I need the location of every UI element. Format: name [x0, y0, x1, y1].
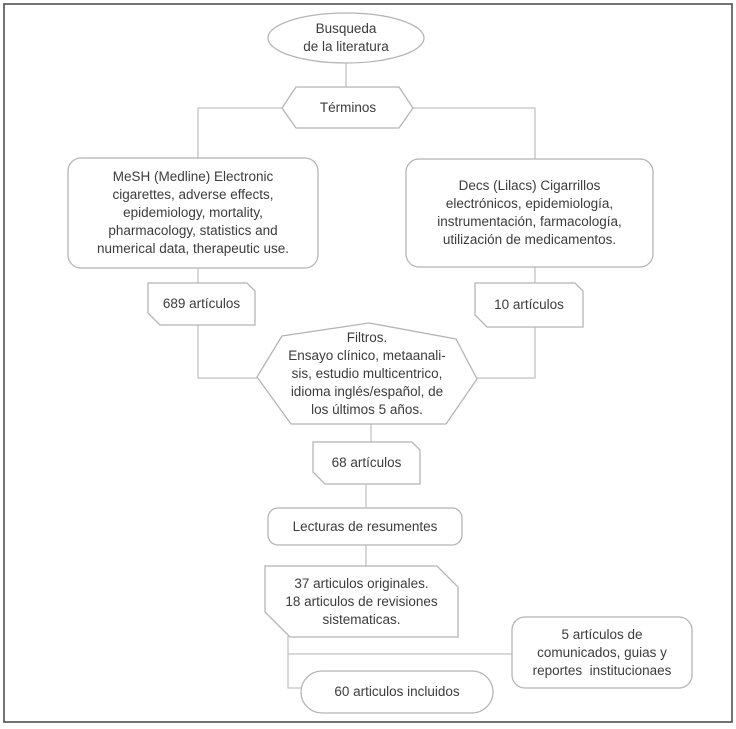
mesh-box [67, 157, 319, 269]
connector-lines [197, 63, 536, 689]
included-stadium [300, 670, 494, 714]
decs-count-card [474, 282, 584, 328]
node-shapes [67, 12, 693, 714]
filters-polygon [256, 322, 478, 425]
mesh-count-card [147, 282, 256, 326]
filtered-count-card [312, 441, 421, 485]
decs-box [405, 158, 654, 268]
terms-hexagon [281, 86, 414, 129]
institutional-box [511, 616, 693, 689]
connector-terms-to-mesh [197, 107, 283, 160]
connector-decs-count-to-filters [477, 326, 536, 379]
page-frame [3, 3, 733, 723]
connector-mesh-count-to-filters [197, 324, 258, 379]
connector-selection-to-included [287, 636, 302, 689]
connector-terms-to-decs [412, 107, 536, 160]
start-ellipse [267, 12, 425, 64]
selection-card [264, 565, 459, 638]
reading-box [267, 507, 463, 546]
